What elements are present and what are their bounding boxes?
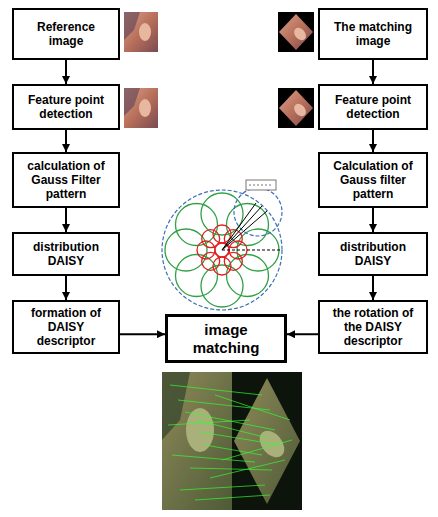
box-label: image matching	[172, 321, 280, 356]
flow-arrow	[372, 60, 374, 84]
process-box: formation of DAISY descriptor	[12, 300, 120, 354]
daisy-pattern	[162, 180, 282, 310]
box-label: Feature point detection	[18, 93, 114, 121]
flow-arrow	[372, 276, 374, 300]
flow-arrow	[120, 333, 165, 335]
reference-thumbnail	[124, 12, 158, 52]
process-box: Reference image	[12, 8, 120, 60]
box-label: Reference image	[18, 20, 114, 48]
box-label: calculation of Gauss Filter pattern	[18, 159, 114, 201]
flow-arrow	[65, 60, 67, 84]
box-label: Feature point detection	[324, 93, 422, 121]
box-label: the rotation of the DAISY descriptor	[324, 306, 422, 348]
process-box: the rotation of the DAISY descriptor	[318, 300, 428, 354]
flow-arrow	[65, 130, 67, 152]
flow-arrow	[65, 276, 67, 300]
box-label: The matching image	[324, 20, 422, 48]
process-box: Feature point detection	[12, 84, 120, 130]
feature-thumbnail	[124, 88, 158, 128]
process-box: Calculation of Gauss filter pattern	[318, 152, 428, 208]
matching-result-image	[162, 372, 302, 510]
flow-arrow	[372, 208, 374, 232]
box-label: distribution DAISY	[18, 240, 114, 268]
matching-thumbnail	[278, 12, 314, 52]
process-box: Feature point detection	[318, 84, 428, 130]
process-box: calculation of Gauss Filter pattern	[12, 152, 120, 208]
flow-arrow	[287, 333, 318, 335]
box-label: distribution DAISY	[324, 240, 422, 268]
box-label: Calculation of Gauss filter pattern	[324, 159, 422, 201]
box-label: formation of DAISY descriptor	[18, 306, 114, 348]
flow-arrow	[372, 130, 374, 152]
process-box: distribution DAISY	[12, 232, 120, 276]
process-box: The matching image	[318, 8, 428, 60]
process-box: distribution DAISY	[318, 232, 428, 276]
flow-arrow	[65, 208, 67, 232]
feature-thumbnail	[278, 88, 314, 128]
result-box: image matching	[165, 314, 287, 363]
